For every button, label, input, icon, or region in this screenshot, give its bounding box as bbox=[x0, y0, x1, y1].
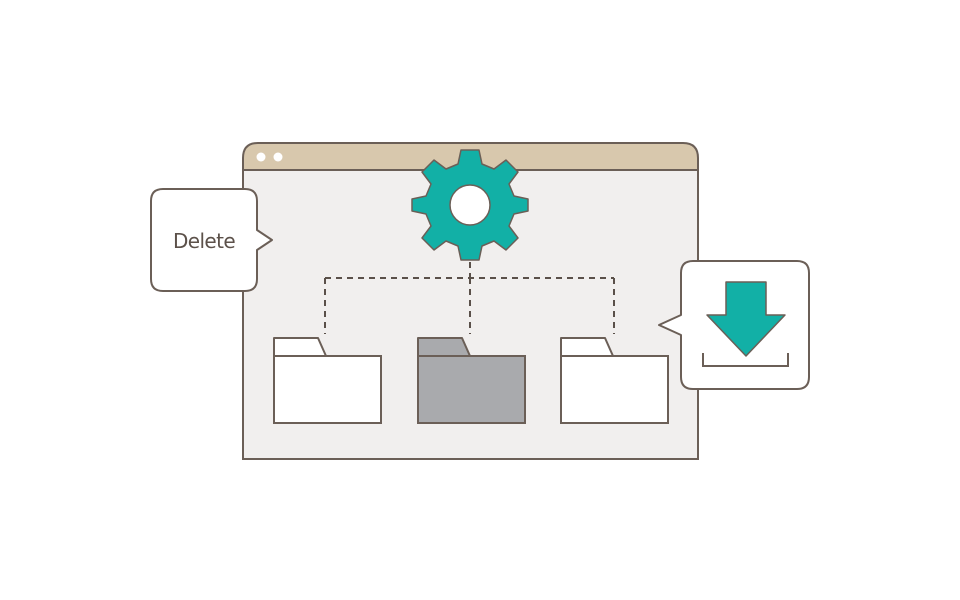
connector-tree bbox=[324, 262, 615, 334]
download-tray bbox=[702, 353, 789, 367]
folder-tab bbox=[560, 337, 614, 357]
callout-bubble bbox=[150, 188, 273, 292]
delete-callout[interactable]: Delete bbox=[150, 188, 273, 292]
gear-icon bbox=[411, 149, 529, 261]
delete-label: Delete bbox=[173, 229, 235, 253]
download-callout[interactable] bbox=[658, 260, 810, 390]
folder-body bbox=[560, 355, 669, 424]
gear-hole bbox=[449, 184, 491, 226]
folder-tab bbox=[273, 337, 327, 357]
window-control-dot[interactable] bbox=[273, 152, 283, 162]
folder-tab bbox=[417, 337, 471, 357]
folder-right[interactable] bbox=[560, 337, 669, 424]
folder-body bbox=[417, 355, 526, 424]
download-arrow bbox=[706, 281, 786, 357]
folder-center[interactable] bbox=[417, 337, 526, 424]
download-icon bbox=[702, 281, 789, 367]
window-control-dot[interactable] bbox=[256, 152, 266, 162]
folder-left[interactable] bbox=[273, 337, 382, 424]
folder-body bbox=[273, 355, 382, 424]
